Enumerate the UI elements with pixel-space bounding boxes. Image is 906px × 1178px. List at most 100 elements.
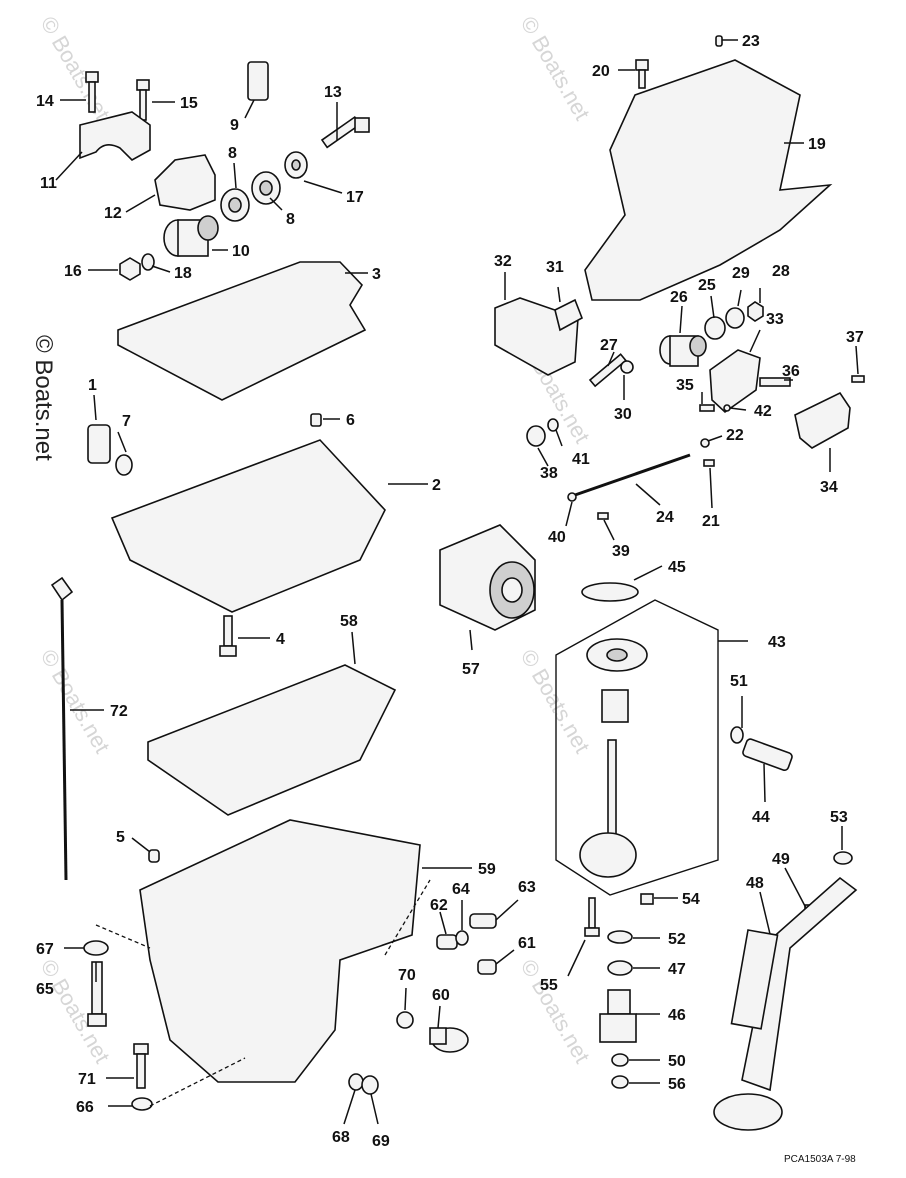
callout-54: 54 <box>682 891 700 908</box>
callout-10: 10 <box>232 243 250 260</box>
callout-41: 41 <box>572 451 590 468</box>
callout-4: 4 <box>276 631 285 648</box>
leader-lines <box>55 39 859 1125</box>
callout-11: 11 <box>40 175 57 192</box>
screw-39-icon <box>597 512 609 520</box>
screw-21-icon <box>703 459 715 467</box>
pin-42-icon <box>723 404 731 412</box>
fitting-63-icon <box>469 913 497 929</box>
callout-44: 44 <box>752 809 770 826</box>
callout-31: 31 <box>546 259 564 276</box>
ring-70-icon <box>396 1011 414 1029</box>
bolt-15-icon <box>136 79 150 121</box>
callout-23: 23 <box>742 33 760 50</box>
part-drawings <box>50 35 865 1131</box>
watermark-text: © Boats.net <box>516 12 595 124</box>
gasket-58-icon <box>147 664 397 816</box>
washer-67-icon <box>83 940 109 956</box>
callout-37: 37 <box>846 329 864 346</box>
callout-9: 9 <box>230 117 239 134</box>
callout-labels: 1 2 3 4 5 6 7 8 8 9 10 11 12 13 14 15 16… <box>36 33 864 1150</box>
callout-47: 47 <box>668 961 686 978</box>
callout-25: 25 <box>698 277 716 294</box>
callout-63: 63 <box>518 879 536 896</box>
callout-32: 32 <box>494 253 512 270</box>
ring-51-icon <box>730 726 744 744</box>
nut-28-icon <box>747 301 764 322</box>
ring-68-icon <box>348 1073 364 1091</box>
fitting-61-icon <box>477 959 497 975</box>
oil-pickup-48-icon <box>713 876 858 1131</box>
washer-52-icon <box>607 930 633 944</box>
plug-6-icon <box>310 413 322 427</box>
pad-9-icon <box>247 61 269 101</box>
clip-22-icon <box>700 438 710 448</box>
callout-18: 18 <box>174 265 192 282</box>
bolt-4-icon <box>219 615 237 657</box>
callout-49: 49 <box>772 851 790 868</box>
callout-28: 28 <box>772 263 790 280</box>
callout-8b: 8 <box>286 211 295 228</box>
callout-13: 13 <box>324 84 342 101</box>
callout-24: 24 <box>656 509 674 526</box>
washer-8-icon <box>220 188 250 222</box>
ring-53-icon <box>833 851 853 865</box>
bolt-65-icon <box>87 961 107 1027</box>
callout-6: 6 <box>346 412 355 429</box>
cap-38-icon <box>526 425 546 447</box>
bolt-20-icon <box>635 59 649 89</box>
callout-50: 50 <box>668 1053 686 1070</box>
callout-27: 27 <box>600 337 618 354</box>
watermark-text: © Boats.net <box>36 955 115 1067</box>
washer-17-icon <box>284 151 308 179</box>
lockwasher-47-icon <box>607 960 633 976</box>
ring-18-icon <box>141 253 155 271</box>
callout-20: 20 <box>592 63 610 80</box>
washer-29-icon <box>725 307 745 329</box>
callout-40: 40 <box>548 529 566 546</box>
oil-pan-59-icon <box>139 819 421 1083</box>
callout-67: 67 <box>36 941 54 958</box>
oil-filter-57-icon <box>439 524 536 631</box>
callout-64: 64 <box>452 881 470 898</box>
callout-59: 59 <box>478 861 496 878</box>
callout-60: 60 <box>432 987 450 1004</box>
watermark-text: © Boats.net <box>36 645 115 757</box>
callout-29: 29 <box>732 265 750 282</box>
callout-48: 48 <box>746 875 764 892</box>
callout-35: 35 <box>676 377 694 394</box>
fitting-62-icon <box>436 934 458 950</box>
bolt-36-icon <box>759 377 791 387</box>
bolt-55-icon <box>584 897 600 937</box>
plug-69-icon <box>361 1075 379 1095</box>
watermark-text: © Boats.net <box>516 955 595 1067</box>
bolt-71-icon <box>133 1043 149 1089</box>
gasket-3-icon <box>117 261 367 401</box>
link-rod-24-icon <box>574 453 691 497</box>
mount-26-icon <box>659 335 707 367</box>
bolt-13-icon <box>320 115 370 149</box>
ring-50-icon <box>611 1053 629 1067</box>
callout-34: 34 <box>820 479 838 496</box>
dipstick-72-icon <box>50 576 74 881</box>
callout-39: 39 <box>612 543 630 560</box>
callout-38: 38 <box>540 465 558 482</box>
callout-7: 7 <box>122 413 131 430</box>
callout-52: 52 <box>668 931 686 948</box>
adapter-plate-2-icon <box>110 439 386 613</box>
callout-21: 21 <box>702 513 720 530</box>
nut-56-icon <box>611 1075 629 1089</box>
callout-57: 57 <box>462 661 480 678</box>
watermark-text: © Boats.net <box>30 335 57 461</box>
mount-10-icon <box>163 215 219 257</box>
nut-16-icon <box>119 257 141 281</box>
pump-box-43-icon <box>555 599 719 896</box>
callout-56: 56 <box>668 1076 686 1093</box>
gasket-45-icon <box>581 582 639 602</box>
callout-51: 51 <box>730 673 748 690</box>
callout-17: 17 <box>346 189 364 206</box>
callout-43: 43 <box>768 634 786 651</box>
pin-23-icon <box>715 35 723 47</box>
callout-55: 55 <box>540 977 558 994</box>
